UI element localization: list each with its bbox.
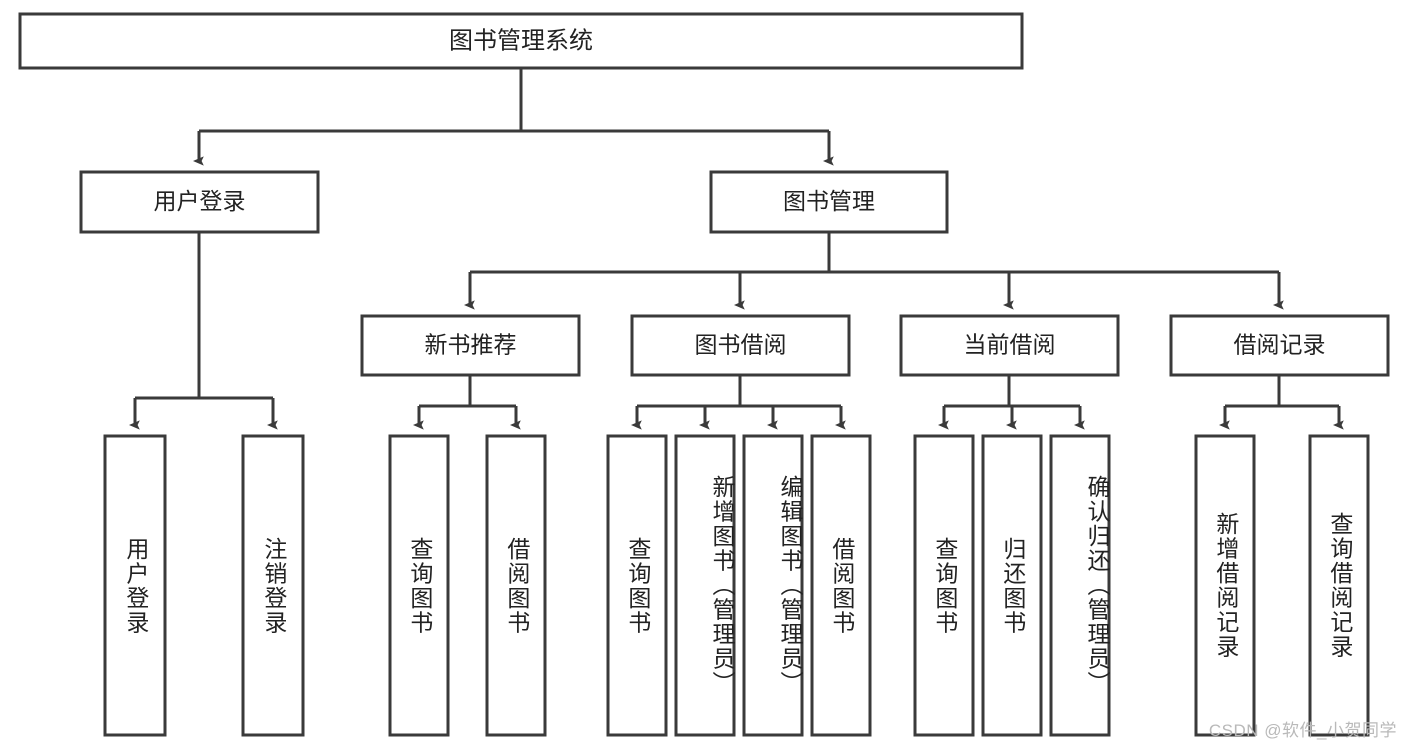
node-leaf-leaf-confirm-return-admin[interactable] — [1049, 434, 1111, 737]
node-level2-book-manage[interactable]: 图书管理 — [709, 170, 949, 234]
node-box[interactable] — [899, 314, 1120, 377]
node-leaf-leaf-query-book-current[interactable] — [913, 434, 975, 737]
node-box[interactable] — [103, 434, 167, 737]
node-label: 新书推荐 — [425, 332, 517, 358]
leaf-label-leaf-query-book-current: 查询图书 — [931, 536, 958, 635]
node-leaf-leaf-query-book[interactable] — [606, 434, 668, 737]
connectors-layer — [129, 68, 1344, 430]
node-box[interactable] — [360, 314, 581, 377]
node-box[interactable] — [388, 434, 450, 737]
connector-record-to-leaves — [1219, 375, 1344, 430]
leaf-label-leaf-query-borrow-record: 查询借阅记录 — [1326, 512, 1353, 659]
node-leaf-leaf-add-borrow-record[interactable] — [1194, 434, 1256, 737]
node-label: 图书借阅 — [695, 332, 787, 358]
leaf-label-leaf-user-login: 用户登录 — [122, 536, 149, 635]
leaf-label-leaf-query-book-recommend: 查询图书 — [406, 536, 433, 635]
node-box[interactable] — [1169, 314, 1390, 377]
node-box[interactable] — [1049, 434, 1111, 737]
node-leaf-leaf-user-login[interactable] — [103, 434, 167, 737]
node-leaf-leaf-return-book[interactable] — [981, 434, 1043, 737]
node-box[interactable] — [241, 434, 305, 737]
node-box[interactable] — [18, 12, 1024, 70]
node-level3-borrow-record[interactable]: 借阅记录 — [1169, 314, 1390, 377]
node-label: 图书管理 — [783, 188, 875, 214]
leaf-label-leaf-add-book-admin: 新增图书（管理员） — [709, 475, 735, 696]
leaf-label-leaf-edit-book-admin: 编辑图书（管理员） — [777, 475, 803, 696]
node-box[interactable] — [630, 314, 851, 377]
node-box[interactable] — [1308, 434, 1370, 737]
node-leaf-leaf-logout-login[interactable] — [241, 434, 305, 737]
node-label: 当前借阅 — [964, 332, 1056, 358]
node-leaf-leaf-query-borrow-record[interactable] — [1308, 434, 1370, 737]
node-root-root[interactable]: 图书管理系统 — [18, 12, 1024, 70]
node-leaf-leaf-edit-book-admin[interactable] — [742, 434, 804, 737]
connector-current-to-leaves — [938, 375, 1085, 430]
node-level3-new-book-recommend[interactable]: 新书推荐 — [360, 314, 581, 377]
node-leaf-leaf-borrow-book[interactable] — [810, 434, 872, 737]
node-box[interactable] — [810, 434, 872, 737]
leaf-label-leaf-confirm-return-admin: 确认归还（管理员） — [1084, 475, 1110, 696]
watermark-text: CSDN @软件_小贺同学 — [1208, 721, 1397, 740]
node-box[interactable] — [485, 434, 547, 737]
node-box[interactable] — [606, 434, 668, 737]
connector-root-to-level2 — [193, 68, 834, 166]
node-label: 图书管理系统 — [449, 27, 593, 54]
leaf-label-leaf-borrow-book-recommend: 借阅图书 — [503, 536, 530, 635]
leaf-label-leaf-borrow-book: 借阅图书 — [828, 536, 855, 635]
leaf-label-leaf-logout-login: 注销登录 — [260, 536, 287, 635]
node-box[interactable] — [79, 170, 320, 234]
node-level3-current-borrow[interactable]: 当前借阅 — [899, 314, 1120, 377]
connector-recommend-to-leaves — [413, 375, 521, 430]
leaf-label-leaf-query-book: 查询图书 — [624, 536, 651, 635]
node-box[interactable] — [674, 434, 736, 737]
connector-userlogin-to-leaves — [129, 232, 278, 430]
node-level2-user-login[interactable]: 用户登录 — [79, 170, 320, 234]
node-leaf-leaf-query-book-recommend[interactable] — [388, 434, 450, 737]
node-label: 用户登录 — [154, 188, 246, 214]
connector-bookmanage-to-level3 — [464, 232, 1284, 310]
node-box[interactable] — [709, 170, 949, 234]
node-leaf-leaf-borrow-book-recommend[interactable] — [485, 434, 547, 737]
node-box[interactable] — [913, 434, 975, 737]
node-leaf-leaf-add-book-admin[interactable] — [674, 434, 736, 737]
node-box[interactable] — [742, 434, 804, 737]
node-label: 借阅记录 — [1234, 332, 1326, 358]
node-box[interactable] — [981, 434, 1043, 737]
node-level3-book-borrow[interactable]: 图书借阅 — [630, 314, 851, 377]
leaf-label-leaf-add-borrow-record: 新增借阅记录 — [1212, 512, 1239, 659]
node-box[interactable] — [1194, 434, 1256, 737]
connector-borrow-to-leaves — [631, 375, 846, 430]
leaf-label-leaf-return-book: 归还图书 — [999, 536, 1026, 635]
